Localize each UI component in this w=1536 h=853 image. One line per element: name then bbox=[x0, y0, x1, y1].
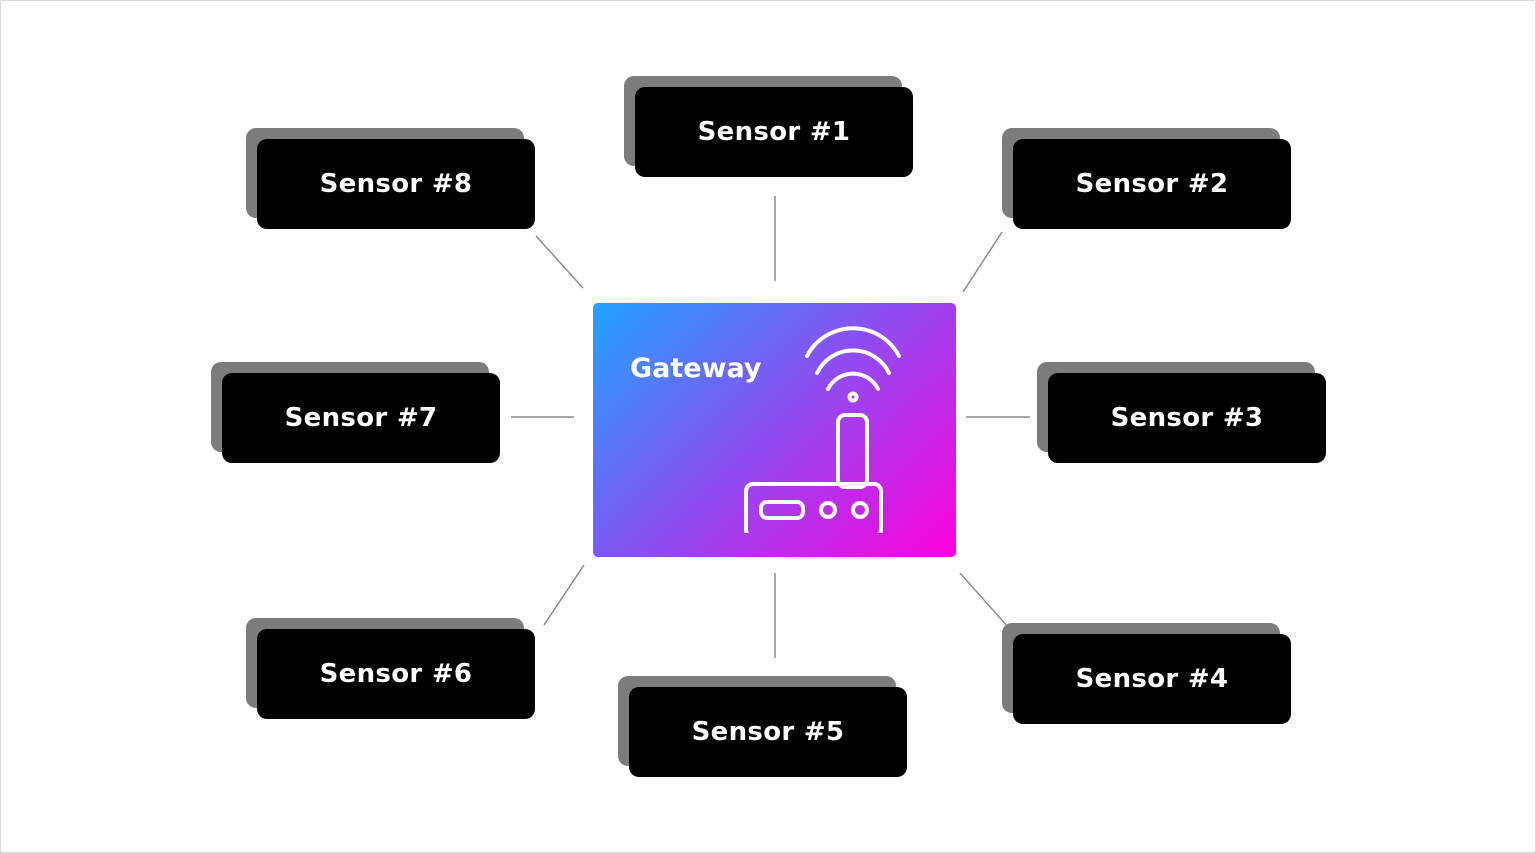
sensor-label: Sensor #2 bbox=[1075, 169, 1229, 199]
sensor-node-5: Sensor #5 bbox=[618, 676, 907, 777]
sensor-node-4: Sensor #4 bbox=[1002, 623, 1291, 724]
sensor-label: Sensor #5 bbox=[691, 717, 845, 747]
sensor-label: Sensor #1 bbox=[697, 117, 851, 147]
router-wifi-icon bbox=[744, 326, 901, 533]
sensor-box: Sensor #2 bbox=[1013, 139, 1291, 229]
sensor-node-3: Sensor #3 bbox=[1037, 362, 1326, 463]
connector-sensor-6 bbox=[543, 564, 585, 626]
sensor-node-2: Sensor #2 bbox=[1002, 128, 1291, 229]
sensor-box: Sensor #5 bbox=[629, 687, 907, 777]
sensor-box: Sensor #6 bbox=[257, 629, 535, 719]
sensor-box: Sensor #4 bbox=[1013, 634, 1291, 724]
sensor-label: Sensor #3 bbox=[1110, 403, 1264, 433]
sensor-label: Sensor #6 bbox=[319, 659, 473, 689]
sensor-box: Sensor #7 bbox=[222, 373, 500, 463]
connector-sensor-2 bbox=[962, 231, 1003, 293]
sensor-box: Sensor #1 bbox=[635, 87, 913, 177]
sensor-node-7: Sensor #7 bbox=[211, 362, 500, 463]
sensor-label: Sensor #7 bbox=[284, 403, 438, 433]
sensor-node-8: Sensor #8 bbox=[246, 128, 535, 229]
sensor-box: Sensor #8 bbox=[257, 139, 535, 229]
connector-sensor-4 bbox=[959, 572, 1009, 628]
gateway-label: Gateway bbox=[630, 353, 762, 384]
sensor-node-1: Sensor #1 bbox=[624, 76, 913, 177]
sensor-label: Sensor #8 bbox=[319, 169, 473, 199]
sensor-label: Sensor #4 bbox=[1075, 664, 1229, 694]
sensor-node-6: Sensor #6 bbox=[246, 618, 535, 719]
gateway-node: Gateway bbox=[593, 303, 956, 557]
sensor-box: Sensor #3 bbox=[1048, 373, 1326, 463]
connector-sensor-8 bbox=[535, 235, 584, 289]
